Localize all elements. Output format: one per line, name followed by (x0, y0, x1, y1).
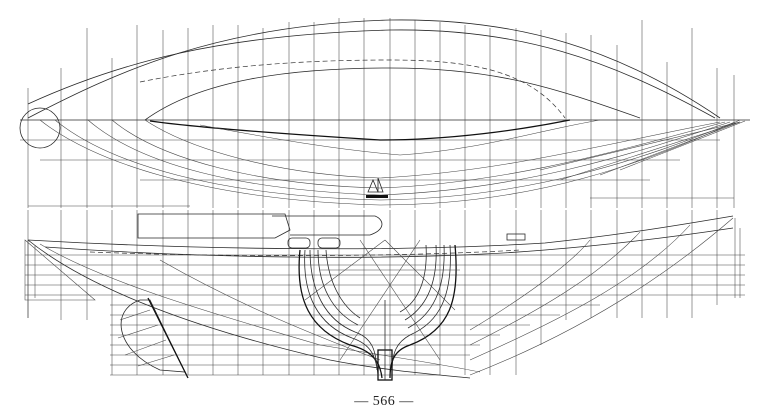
page-number: — 566 — (354, 394, 414, 409)
profile-plan (24, 210, 745, 379)
body-plan (298, 239, 460, 381)
sailboat-emblem-icon (366, 177, 388, 198)
half-breadth-plan (19, 18, 750, 208)
